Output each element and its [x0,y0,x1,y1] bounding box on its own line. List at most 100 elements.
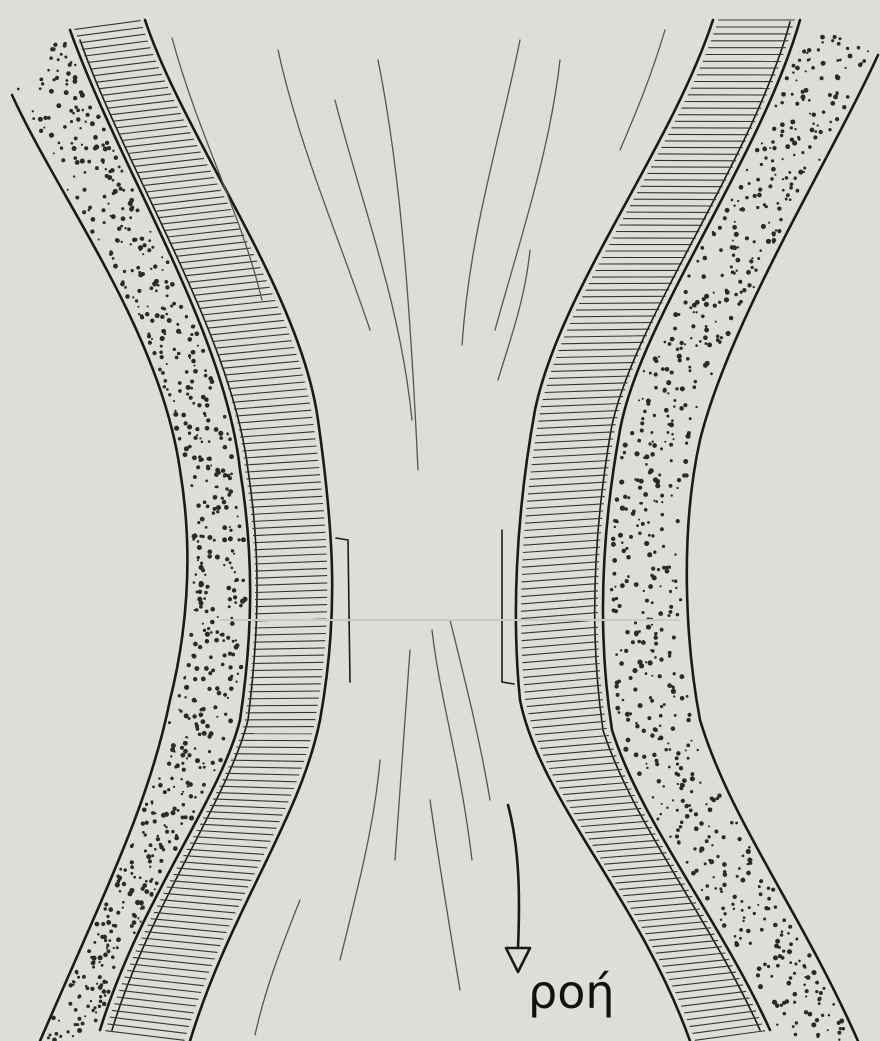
stipple-dot [627,575,630,578]
stipple-dot [782,949,785,952]
stipple-dot [228,652,232,656]
stipple-dot [623,747,628,752]
stipple-dot [638,485,642,489]
stipple-dot [667,742,669,744]
stipple-dot [234,645,239,650]
stipple-dot [174,836,179,841]
hatch-stroke [119,126,188,134]
stipple-dot [638,399,640,401]
stipple-dot [193,475,197,479]
stipple-dot [195,724,199,728]
stipple-dot [757,257,760,260]
stipple-dot [818,159,820,161]
stipple-dot [73,981,75,983]
stipple-dot [858,63,863,68]
stipple-dot [627,496,630,499]
hatch-stroke [93,68,159,76]
stipple-dot [106,920,111,925]
stipple-dot [675,756,679,760]
hatch-stroke [161,216,234,224]
stipple-dot [96,115,100,119]
stipple-dot [830,101,835,106]
stipple-dot [792,64,796,68]
hatch-stroke [546,756,616,762]
stipple-dot [121,207,124,210]
stipple-dot [137,917,139,919]
stipple-dot [200,582,204,586]
stipple-dot [718,340,722,344]
stipple-dot [718,226,722,230]
hatch-stroke [593,840,660,845]
hatch-stroke [179,255,254,263]
stipple-dot [88,209,91,212]
stipple-dot [188,445,192,449]
hatch-stroke [564,336,647,337]
hatch-stroke [634,909,700,915]
stipple-dot [740,291,743,294]
stipple-dot [202,623,204,625]
stipple-dot [200,719,205,724]
hatch-stroke [525,518,602,523]
stipple-dot [93,1006,96,1009]
stipple-dot [699,821,704,826]
stipple-dot [737,200,739,202]
stipple-dot [142,883,147,888]
stipple-dot [720,274,723,277]
stipple-dot [790,126,793,129]
stipple-dot [679,406,684,411]
stipple-dot [212,511,215,514]
stipple-dot [795,66,800,71]
stipple-dot [202,783,206,787]
stipple-dot [221,663,225,667]
stipple-dot [101,964,104,967]
stipple-dot [132,296,134,298]
stipple-dot [667,683,672,688]
stipple-dot [743,289,746,292]
stipple-dot [625,630,629,634]
stipple-dot [121,216,126,221]
stipple-dot [195,573,198,576]
hatch-stroke [612,872,678,877]
flow-line [340,760,380,960]
hatch-stroke [217,348,294,355]
hatch-stroke [669,972,736,979]
stipple-dot [76,108,80,112]
stipple-dot [654,642,658,646]
hatch-stroke [533,453,611,457]
hatch-stroke [245,460,319,465]
hatch-stroke [220,354,297,361]
stipple-dot [43,127,45,129]
stipple-dot [140,315,144,319]
stipple-dot [654,656,657,659]
stipple-dot [178,389,182,393]
stipple-dot [795,1021,798,1024]
stipple-dot [742,854,745,857]
hatch-stroke [142,938,221,946]
stipple-dot [222,639,225,642]
stipple-dot [165,826,168,829]
hatch-stroke [596,847,662,852]
stipple-dot [833,95,838,100]
stipple-dot [105,141,109,145]
stipple-dot [616,693,620,697]
stipple-dot [192,698,197,703]
hatch-stroke [254,634,326,636]
stipple-dot [121,280,124,283]
stipple-dot [730,265,733,268]
stipple-dot [667,614,670,617]
stipple-dot [192,402,195,405]
stipple-dot [182,791,184,793]
stipple-dot [223,473,227,477]
stipple-dot [61,158,65,162]
stipple-dot [122,882,126,886]
hatch-stroke [90,61,156,69]
stipple-dot [723,216,727,220]
stipple-dot [618,533,623,538]
hatch-stroke [249,489,322,493]
stipple-dot [152,786,155,789]
stipple-dot [821,41,824,44]
stipple-dot [805,995,807,997]
stipple-dot [722,883,726,887]
stipple-dot [764,156,767,159]
stipple-dot [838,37,841,40]
